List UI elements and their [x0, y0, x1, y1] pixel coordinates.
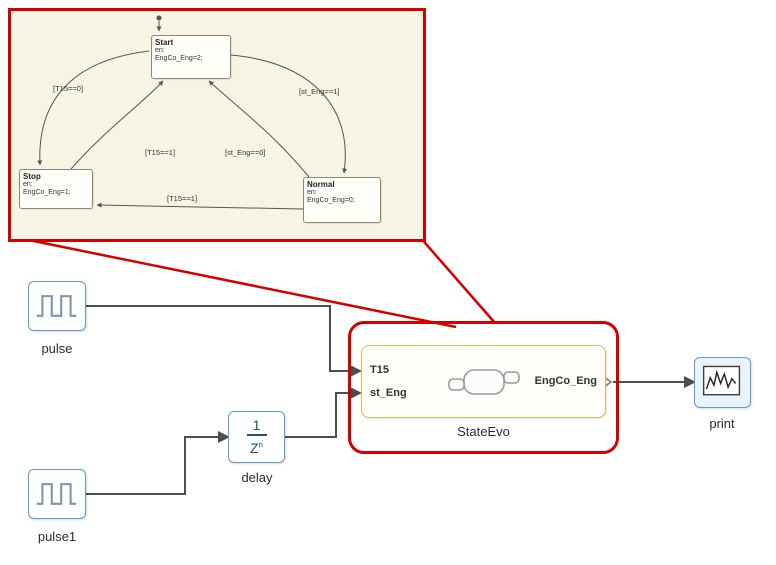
scope-waveform-icon	[702, 365, 741, 396]
output-port-icon	[603, 376, 613, 388]
delay-label: delay	[241, 470, 273, 485]
pulse1-label: pulse1	[37, 529, 77, 544]
pulse-wave-icon	[36, 295, 77, 317]
stateevo-highlight	[348, 321, 619, 454]
transition-label: [st_Eng==1]	[299, 87, 339, 96]
delay-numerator: 1	[252, 417, 261, 434]
state-stop[interactable]: Stop en: EngCo_Eng=1;	[19, 169, 93, 209]
input-port-st_Eng: st_Eng	[370, 387, 407, 399]
transition-label: [st_Eng==0]	[225, 148, 265, 157]
transition-layer: [T15==0] [st_Eng==1] [T15==1] [st_Eng==0…	[37, 15, 348, 210]
stateevo-block[interactable]: T15 st_Eng EngCo_Eng	[361, 345, 606, 418]
transition-start-normal[interactable]	[230, 54, 348, 174]
print-block[interactable]	[694, 357, 751, 408]
pulse1-block[interactable]	[28, 469, 86, 519]
stateevo-label: StateEvo	[457, 424, 510, 439]
fraction-bar	[246, 434, 267, 436]
delay-denominator: Zn	[249, 439, 263, 456]
output-port-EngCo_Eng: EngCo_Eng	[534, 375, 597, 387]
callout-line-left	[8, 234, 457, 329]
default-transition-icon	[156, 15, 162, 21]
wire-delay-to-stateevo[interactable]	[285, 387, 362, 438]
transition-normal-stop[interactable]	[96, 202, 304, 210]
delay-fraction: 1 Zn	[246, 417, 267, 456]
input-port-T15: T15	[370, 364, 389, 376]
transition-start-stop[interactable]	[37, 50, 150, 166]
pulse-block[interactable]	[28, 281, 86, 331]
state-start[interactable]: Start en: EngCo_Eng=2;	[151, 35, 231, 79]
transition-label: [T15==1]	[145, 148, 175, 157]
wire-pulse1-to-delay[interactable]	[86, 431, 230, 495]
transition-label: [T15==0]	[53, 84, 83, 93]
stateflow-inset: [T15==0] [st_Eng==1] [T15==1] [st_Eng==0…	[8, 8, 426, 242]
transition-normal-start[interactable]	[208, 80, 310, 178]
pulse-wave-icon	[36, 483, 77, 505]
callout-line-right	[418, 235, 496, 324]
print-label: print	[709, 416, 735, 431]
stateflow-chart-icon	[447, 368, 520, 395]
state-normal[interactable]: Normal en: EngCo_Eng=0;	[303, 177, 381, 223]
pulse-label: pulse	[41, 341, 73, 356]
transition-label: [T15==1]	[167, 194, 197, 203]
wire-pulse-to-stateevo[interactable]	[86, 305, 362, 377]
transition-stop-start[interactable]	[70, 80, 164, 170]
delay-block[interactable]: 1 Zn	[228, 411, 285, 463]
